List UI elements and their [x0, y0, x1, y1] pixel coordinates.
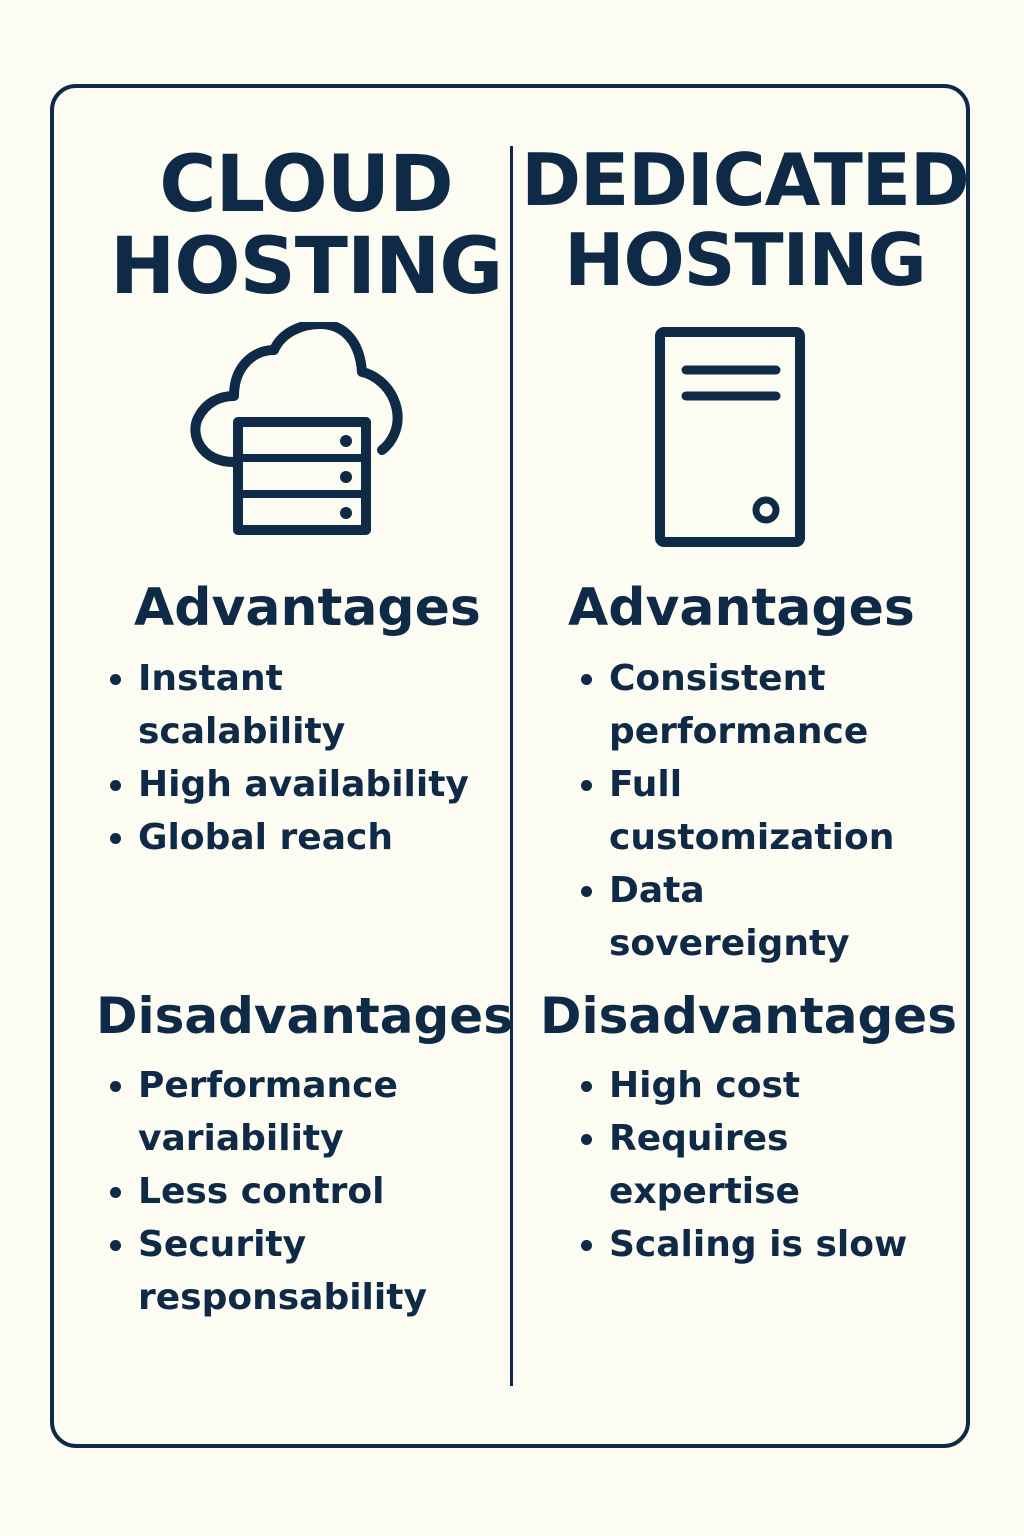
list-item: Full customization: [581, 758, 911, 864]
dedicated-hosting-title: DEDICATED HOSTING: [521, 138, 970, 302]
cloud-advantages-heading: Advantages: [134, 578, 481, 638]
cloud-advantages-list: Instant scalability High availability Gl…: [110, 652, 500, 864]
list-item: Security responsability: [110, 1218, 427, 1324]
dedicated-disadvantages-list: High cost Requires expertise Scaling is …: [581, 1059, 911, 1271]
cloud-disadvantages-list: Performance variability Less control Sec…: [110, 1059, 427, 1324]
list-item: Data sovereignty: [581, 864, 911, 970]
list-item: Instant scalability: [110, 652, 500, 758]
list-item: Less control: [110, 1165, 410, 1218]
cloud-hosting-title: CLOUD HOSTING: [110, 140, 503, 312]
cloud-server-icon: [190, 322, 403, 535]
list-item: Consistent performance: [581, 652, 911, 758]
list-item: Global reach: [110, 811, 500, 864]
column-divider: [510, 146, 513, 1386]
list-item: High cost: [581, 1059, 911, 1112]
cloud-disadvantages-heading: Disadvantages: [96, 987, 513, 1045]
list-item: Requires expertise: [581, 1112, 911, 1218]
dedicated-disadvantages-heading: Disadvantages: [540, 987, 957, 1045]
dedicated-advantages-list: Consistent performance Full customizatio…: [581, 652, 911, 970]
list-item: High availability: [110, 758, 500, 811]
dedicated-advantages-heading: Advantages: [568, 578, 915, 638]
server-tower-icon: [655, 327, 805, 547]
list-item: Performance variability: [110, 1059, 410, 1165]
list-item: Scaling is slow: [581, 1218, 911, 1271]
